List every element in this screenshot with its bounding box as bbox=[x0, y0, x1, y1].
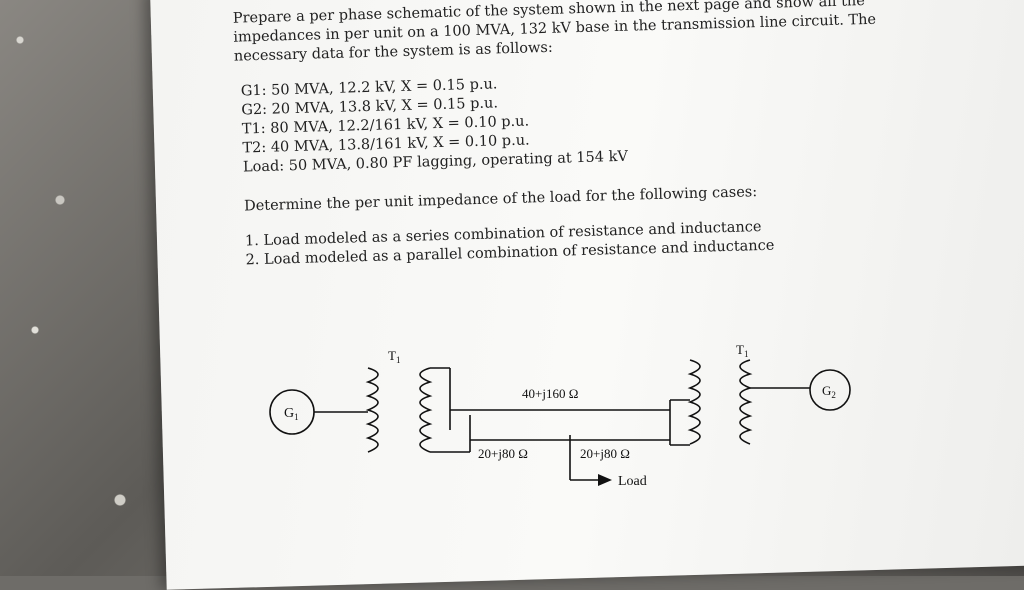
transformer-2-primary-coil bbox=[687, 359, 701, 445]
problem-text: Prepare a per phase schematic of the sys… bbox=[233, 0, 890, 271]
transformer-1-primary-coil bbox=[365, 367, 379, 453]
question-text: Determine the per unit impedance of the … bbox=[243, 184, 758, 215]
line-top-impedance: 40+j160 Ω bbox=[522, 386, 578, 401]
transformer-2-secondary-coil bbox=[739, 359, 753, 445]
generator-2-label: G2 bbox=[822, 383, 836, 400]
transformer-1-label: T1 bbox=[388, 348, 400, 365]
spec-list: G1: 50 MVA, 12.2 kV, X = 0.15 p.u. G2: 2… bbox=[241, 65, 887, 178]
problem-intro: Prepare a per phase schematic of the sys… bbox=[232, 0, 877, 65]
generator-2-symbol bbox=[809, 369, 851, 411]
line-bottom-left-impedance: 20+j80 Ω bbox=[478, 446, 528, 461]
case-list: 1. Load modeled as a series combination … bbox=[245, 214, 890, 270]
transformer-2-label: T1 bbox=[736, 342, 748, 359]
line-bottom-right-impedance: 20+j80 Ω bbox=[580, 446, 630, 461]
generator-1-label: G1 bbox=[284, 406, 299, 422]
transformer-1-secondary-coil bbox=[419, 367, 433, 453]
load-label: Load bbox=[618, 474, 647, 489]
one-line-diagram: G1 G2 T1 T1 40+j160 Ω 20+j80 Ω 20+j80 Ω … bbox=[269, 342, 851, 489]
load-arrow-head bbox=[598, 474, 612, 486]
